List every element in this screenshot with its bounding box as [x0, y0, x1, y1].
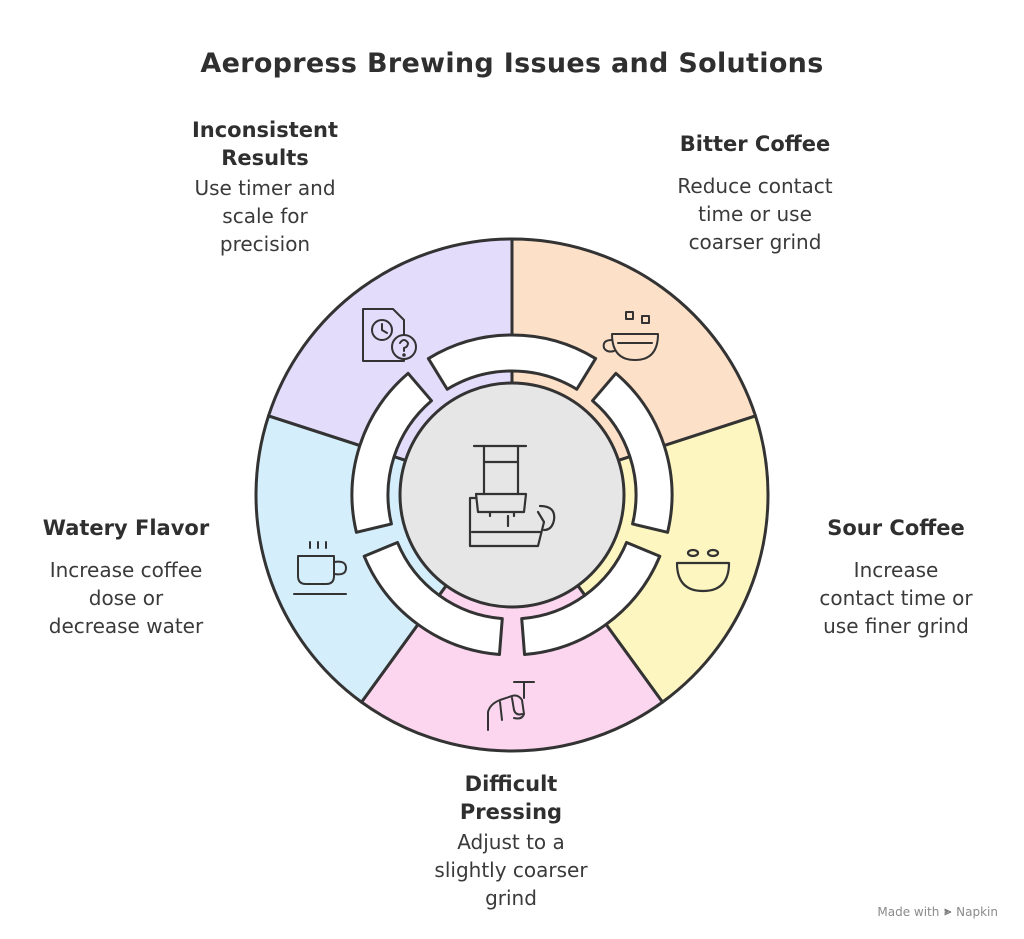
segment-heading: Inconsistent Results [150, 116, 380, 172]
ring-piece [362, 540, 504, 657]
heading-line: Watery Flavor [42, 516, 210, 540]
desc-line: Use timer and [194, 176, 336, 200]
steaming-cup-icon [293, 541, 347, 595]
footer-prefix: Made with [877, 904, 940, 919]
ring-piece [591, 371, 674, 534]
heading-line: Results [221, 146, 309, 170]
clock-question-icon [362, 308, 417, 362]
sour-face-icon [675, 548, 731, 593]
ring-piece [426, 333, 598, 391]
desc-line: Increase [853, 558, 939, 582]
aeropress-icon [468, 444, 556, 548]
desc-line: dose or [88, 586, 164, 610]
desc-line: decrease water [48, 614, 204, 638]
segment-description: Use timer and scale for precision [150, 174, 380, 258]
napkin-logo-icon: ⪢ [944, 904, 952, 918]
segment-label-watery-flavor: Watery Flavor Increase coffee dose or de… [10, 514, 242, 640]
segment-description: Adjust to a slightly coarser grind [396, 828, 626, 912]
desc-line: Increase coffee [49, 558, 203, 582]
segment-label-inconsistent-results: Inconsistent Results Use timer and scale… [150, 116, 380, 258]
desc-line: precision [219, 232, 311, 256]
heading-line: Inconsistent [191, 118, 339, 142]
segment-label-bitter-coffee: Bitter Coffee Reduce contact time or use… [630, 130, 880, 256]
desc-line: use finer grind [823, 614, 969, 638]
desc-line: time or use [698, 202, 812, 226]
segment-description: Reduce contact time or use coarser grind [630, 172, 880, 256]
desc-line: slightly coarser [434, 858, 588, 882]
ring-piece [350, 371, 433, 534]
desc-line: scale for [222, 204, 308, 228]
desc-line: Reduce contact [677, 174, 833, 198]
desc-line: grind [485, 886, 537, 910]
heading-line: Difficult [464, 772, 558, 796]
segment-heading: Bitter Coffee [630, 130, 880, 158]
desc-line: contact time or [819, 586, 973, 610]
heading-line: Sour Coffee [827, 516, 965, 540]
heading-line: Bitter Coffee [679, 132, 831, 156]
ring-piece [520, 540, 662, 657]
segment-heading: Watery Flavor [10, 514, 242, 542]
segment-heading: Difficult Pressing [396, 770, 626, 826]
segment-heading: Sour Coffee [786, 514, 1006, 542]
segment-description: Increase coffee dose or decrease water [10, 556, 242, 640]
segment-difficult-pressing [360, 493, 664, 753]
hand-press-icon [487, 681, 535, 731]
desc-line: Adjust to a [457, 830, 565, 854]
page-title: Aeropress Brewing Issues and Solutions [200, 48, 824, 79]
made-with-napkin-footer: Made with ⪢ Napkin [877, 904, 998, 919]
segment-label-difficult-pressing: Difficult Pressing Adjust to a slightly … [396, 770, 626, 912]
segment-label-sour-coffee: Sour Coffee Increase contact time or use… [786, 514, 1006, 640]
segment-description: Increase contact time or use finer grind [786, 556, 1006, 640]
footer-brand: Napkin [956, 904, 998, 919]
coffee-cup-icon [602, 311, 659, 361]
desc-line: coarser grind [688, 230, 822, 254]
heading-line: Pressing [459, 800, 563, 824]
